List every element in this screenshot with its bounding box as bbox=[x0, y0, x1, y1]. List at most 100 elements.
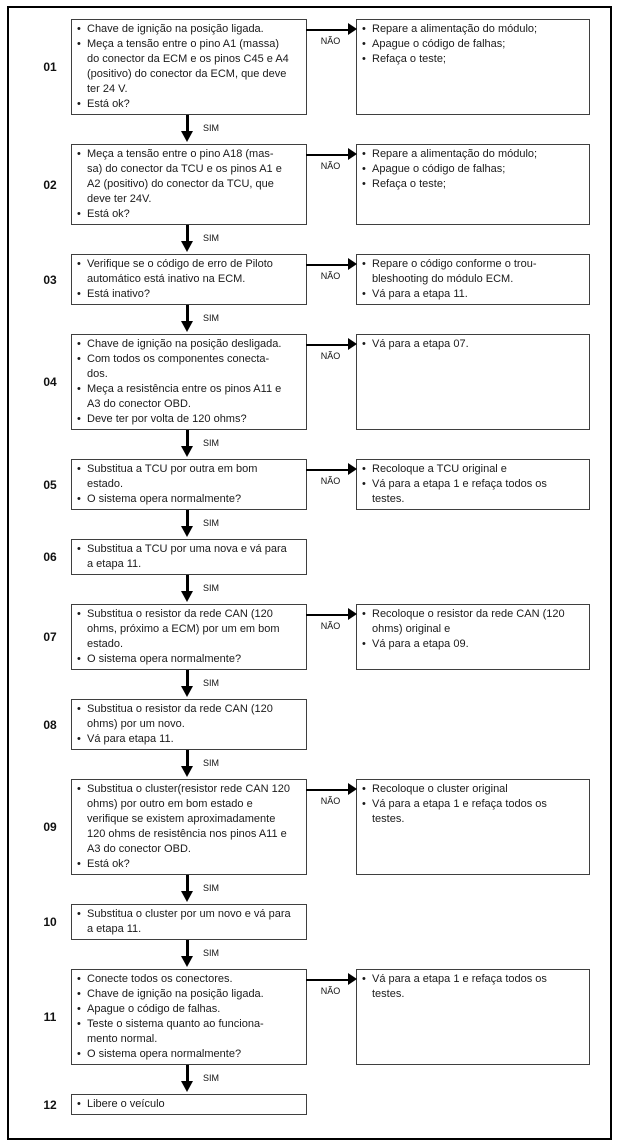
no-branch: NÃO bbox=[306, 254, 357, 305]
down-arrowhead-icon bbox=[181, 686, 193, 697]
step-number: 07 bbox=[43, 630, 57, 644]
down-arrowhead-icon bbox=[181, 241, 193, 252]
step-instructions-list: Verifique se o código de erro de Piloto … bbox=[76, 257, 291, 302]
yes-branch: SIM bbox=[9, 305, 610, 334]
yes-label: SIM bbox=[203, 123, 220, 133]
bullet-item: Está ok? bbox=[76, 97, 291, 112]
bullet-item: O sistema opera normalmente? bbox=[76, 652, 291, 667]
bullet-item: Vá para a etapa 11. bbox=[361, 287, 574, 302]
no-arrow-line bbox=[306, 344, 349, 346]
step-instructions-box: Substitua o resistor da rede CAN (120 oh… bbox=[71, 604, 307, 670]
step-instructions-list: Chave de ignição na posição ligada.Meça … bbox=[76, 22, 291, 112]
yes-label: SIM bbox=[203, 313, 220, 323]
bullet-item: Recoloque o cluster original bbox=[361, 782, 574, 797]
right-arrow-icon bbox=[348, 973, 357, 985]
step-row: 07 Substitua o resistor da rede CAN (120… bbox=[9, 604, 610, 670]
down-arrow-icon bbox=[186, 670, 189, 687]
no-action-box: Repare a alimentação do módulo;Apague o … bbox=[356, 19, 590, 115]
step-instructions-box: Conecte todos os conectores.Chave de ign… bbox=[71, 969, 307, 1065]
right-arrow-icon bbox=[348, 463, 357, 475]
bullet-item: Apague o código de falhas; bbox=[361, 162, 574, 177]
step-number: 01 bbox=[43, 60, 57, 74]
no-action-box: Repare o código conforme o trou- bleshoo… bbox=[356, 254, 590, 305]
step-number: 05 bbox=[43, 477, 57, 492]
no-branch: NÃO bbox=[306, 459, 357, 510]
step-instructions-list: Conecte todos os conectores.Chave de ign… bbox=[76, 972, 291, 1062]
bullet-item: Repare o código conforme o trou- bleshoo… bbox=[361, 257, 574, 287]
bullet-item: O sistema opera normalmente? bbox=[76, 1047, 291, 1062]
bullet-item: Libere o veículo bbox=[76, 1097, 291, 1112]
no-arrow-line bbox=[306, 979, 349, 981]
step-instructions-list: Substitua o resistor da rede CAN (120 oh… bbox=[76, 702, 291, 747]
yes-label: SIM bbox=[203, 518, 220, 528]
down-arrow-icon bbox=[186, 430, 189, 447]
bullet-item: Chave de ignição na posição ligada. bbox=[76, 22, 291, 37]
step-row: 05 Substitua a TCU por outra em bom esta… bbox=[9, 459, 610, 510]
bullet-item: Substitua a TCU por uma nova e vá para a… bbox=[76, 542, 291, 572]
no-arrow-line bbox=[306, 469, 349, 471]
step-instructions-list: Meça a tensão entre o pino A18 (mas- sa)… bbox=[76, 147, 291, 222]
no-arrow-line bbox=[306, 614, 349, 616]
step-row: 12 Libere o veículo bbox=[9, 1094, 610, 1115]
down-arrowhead-icon bbox=[181, 321, 193, 332]
step-row: 06 Substitua a TCU por uma nova e vá par… bbox=[9, 539, 610, 575]
no-arrow-line bbox=[306, 789, 349, 791]
no-action-list: Recoloque o resistor da rede CAN (120 oh… bbox=[361, 607, 574, 652]
bullet-item: Substitua o cluster(resistor rede CAN 12… bbox=[76, 782, 291, 857]
bullet-item: Está ok? bbox=[76, 207, 291, 222]
step-row: 11 Conecte todos os conectores.Chave de … bbox=[9, 969, 610, 1065]
step-instructions-box: Substitua o cluster(resistor rede CAN 12… bbox=[71, 779, 307, 875]
step-instructions-box: Verifique se o código de erro de Piloto … bbox=[71, 254, 307, 305]
bullet-item: Teste o sistema quanto ao funciona- ment… bbox=[76, 1017, 291, 1047]
down-arrow-icon bbox=[186, 305, 189, 322]
step-instructions-list: Substitua o cluster(resistor rede CAN 12… bbox=[76, 782, 291, 872]
no-label: NÃO bbox=[320, 351, 341, 361]
bullet-item: Refaça o teste; bbox=[361, 177, 574, 192]
step-instructions-box: Substitua o resistor da rede CAN (120 oh… bbox=[71, 699, 307, 750]
bullet-item: Meça a tensão entre o pino A18 (mas- sa)… bbox=[76, 147, 291, 207]
yes-label: SIM bbox=[203, 438, 220, 448]
bullet-item: Com todos os componentes conecta- dos. bbox=[76, 352, 291, 382]
bullet-item: Conecte todos os conectores. bbox=[76, 972, 291, 987]
no-branch: NÃO bbox=[306, 19, 357, 115]
step-instructions-list: Libere o veículo bbox=[76, 1097, 291, 1112]
bullet-item: Recoloque a TCU original e bbox=[361, 462, 574, 477]
down-arrow-icon bbox=[186, 1065, 189, 1082]
right-arrow-icon bbox=[348, 338, 357, 350]
down-arrowhead-icon bbox=[181, 446, 193, 457]
yes-label: SIM bbox=[203, 883, 220, 893]
no-action-box: Recoloque a TCU original eVá para a etap… bbox=[356, 459, 590, 510]
yes-branch: SIM bbox=[9, 225, 610, 254]
yes-label: SIM bbox=[203, 758, 220, 768]
bullet-item: Está ok? bbox=[76, 857, 291, 872]
bullet-item: Verifique se o código de erro de Piloto … bbox=[76, 257, 291, 287]
no-action-list: Repare a alimentação do módulo;Apague o … bbox=[361, 147, 574, 192]
bullet-item: Substitua o resistor da rede CAN (120 oh… bbox=[76, 702, 291, 732]
no-action-list: Repare a alimentação do módulo;Apague o … bbox=[361, 22, 574, 67]
bullet-item: Substitua a TCU por outra em bom estado. bbox=[76, 462, 291, 492]
bullet-item: Vá para a etapa 1 e refaça todos os test… bbox=[361, 477, 574, 507]
step-row: 04 Chave de ignição na posição desligada… bbox=[9, 334, 610, 430]
step-number: 10 bbox=[43, 915, 57, 929]
yes-branch: SIM bbox=[9, 940, 610, 969]
down-arrowhead-icon bbox=[181, 766, 193, 777]
yes-branch: SIM bbox=[9, 1065, 610, 1094]
step-instructions-box: Meça a tensão entre o pino A18 (mas- sa)… bbox=[71, 144, 307, 225]
no-arrow-line bbox=[306, 29, 349, 31]
down-arrowhead-icon bbox=[181, 1081, 193, 1092]
bullet-item: Vá para a etapa 1 e refaça todos os test… bbox=[361, 972, 574, 1002]
down-arrow-icon bbox=[186, 875, 189, 892]
no-action-list: Vá para a etapa 07. bbox=[361, 337, 574, 352]
bullet-item: Recoloque o resistor da rede CAN (120 oh… bbox=[361, 607, 574, 637]
step-row: 10 Substitua o cluster por um novo e vá … bbox=[9, 904, 610, 940]
step-number: 09 bbox=[43, 820, 57, 834]
yes-label: SIM bbox=[203, 233, 220, 243]
bullet-item: Repare a alimentação do módulo; bbox=[361, 147, 574, 162]
right-arrow-icon bbox=[348, 258, 357, 270]
bullet-item: Repare a alimentação do módulo; bbox=[361, 22, 574, 37]
no-branch: NÃO bbox=[306, 604, 357, 670]
yes-branch: SIM bbox=[9, 510, 610, 539]
step-instructions-box: Substitua a TCU por outra em bom estado.… bbox=[71, 459, 307, 510]
step-instructions-box: Substitua a TCU por uma nova e vá para a… bbox=[71, 539, 307, 575]
step-number: 03 bbox=[43, 272, 57, 287]
